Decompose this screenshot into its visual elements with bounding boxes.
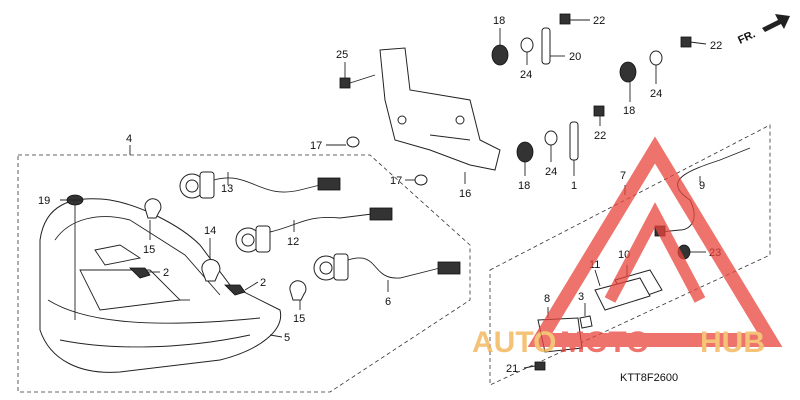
socket-12[interactable] (235, 207, 393, 253)
callout-2b: 2 (260, 277, 266, 289)
washer-24-b[interactable] (649, 50, 663, 66)
bulb-14[interactable] (201, 259, 221, 282)
callout-16: 16 (459, 188, 471, 200)
washer-24-c[interactable] (544, 130, 558, 146)
bulb-15-lower[interactable] (289, 280, 307, 301)
bulb-15-upper[interactable] (144, 198, 162, 219)
direction-label: FR. (736, 28, 757, 46)
callout-25: 25 (336, 49, 348, 61)
callout-15b: 15 (293, 313, 305, 325)
callout-9: 9 (699, 180, 705, 192)
callout-22a: 22 (593, 15, 605, 27)
callout-5: 5 (284, 332, 290, 344)
callout-21: 21 (506, 363, 518, 375)
callout-22b: 22 (710, 40, 722, 52)
collar-17-upper[interactable] (346, 136, 360, 148)
callout-19: 19 (38, 195, 50, 207)
taillight-group-frame (17, 154, 471, 393)
callout-14: 14 (204, 225, 216, 237)
callout-17b: 17 (390, 175, 402, 187)
callout-13: 13 (221, 183, 233, 195)
callout-18b: 18 (623, 105, 635, 117)
callout-20: 20 (569, 51, 581, 63)
callout-3: 3 (578, 291, 584, 303)
watermark-logo: AUTO MOTO HUB (472, 136, 783, 359)
taillight-lens-assembly[interactable] (39, 198, 282, 373)
collar-17-lower[interactable] (414, 174, 428, 186)
callout-8: 8 (544, 293, 550, 305)
callout-24c: 24 (545, 166, 557, 178)
socket-13[interactable] (179, 171, 341, 199)
callout-labels: 25 4 17 17 16 18 18 18 22 22 22 20 24 24… (38, 15, 722, 375)
callout-15a: 15 (143, 244, 155, 256)
callout-11: 11 (589, 259, 600, 271)
callout-22c: 22 (594, 130, 606, 142)
callout-18a: 18 (493, 15, 505, 27)
callout-12: 12 (287, 236, 299, 248)
diagram-code: KTT8F2600 (620, 372, 678, 384)
callout-24a: 24 (520, 69, 532, 81)
front-direction-indicator: FR. (736, 14, 790, 47)
watermark-triangle-icon (527, 136, 783, 347)
nut-22-a[interactable] (559, 13, 571, 25)
gasket-3[interactable] (579, 315, 593, 329)
front-arrow-icon (762, 14, 790, 32)
watermark-text-hub: HUB (700, 326, 765, 359)
callout-4: 4 (126, 133, 132, 145)
rubber-18-top[interactable] (491, 44, 509, 66)
callout-17a: 17 (310, 140, 322, 152)
bracket-16[interactable] (379, 47, 501, 171)
collar-20[interactable] (541, 27, 551, 65)
callout-7: 7 (620, 170, 626, 182)
socket-6[interactable] (313, 253, 461, 281)
nut-22-c[interactable] (593, 105, 605, 117)
rubber-18-low[interactable] (516, 141, 534, 163)
collar-1[interactable] (569, 121, 579, 161)
watermark-text-moto: MOTO (560, 326, 649, 359)
rubber-18-mid[interactable] (619, 61, 637, 83)
nut-22-b[interactable] (680, 36, 692, 48)
terminal-2-lower[interactable] (224, 284, 246, 296)
callout-2a: 2 (163, 267, 169, 279)
callout-1: 1 (571, 180, 577, 192)
callout-24b: 24 (650, 88, 662, 100)
callout-6: 6 (385, 296, 391, 308)
terminal-2-upper[interactable] (129, 267, 151, 279)
callout-18c: 18 (518, 180, 530, 192)
watermark-text-auto: AUTO (472, 326, 556, 359)
screw-21[interactable] (534, 361, 546, 371)
washer-24-a[interactable] (520, 37, 534, 53)
